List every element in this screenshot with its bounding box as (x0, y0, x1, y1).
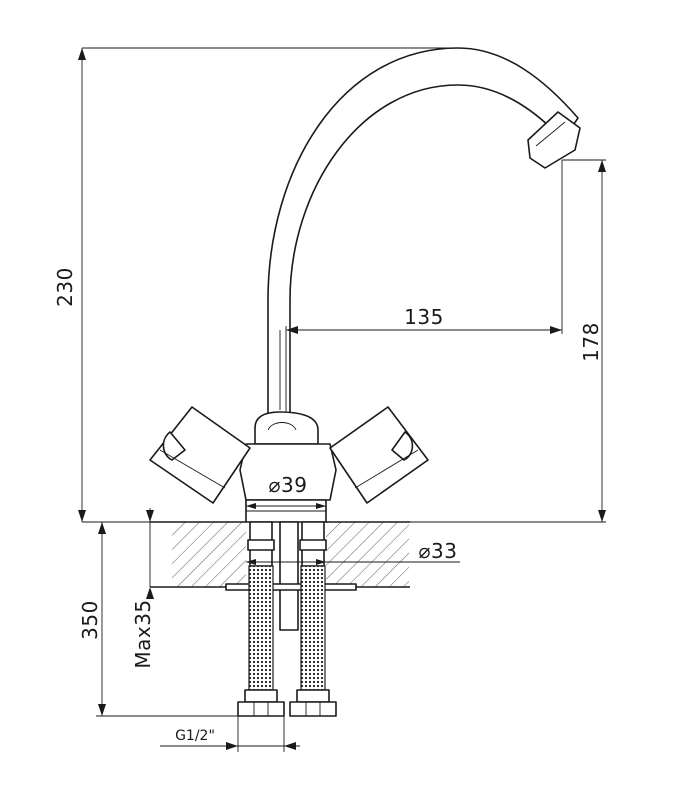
spout-reach-label: 135 (404, 305, 444, 329)
dimension-shank-diameter: ⌀33 (246, 539, 460, 565)
spout (267, 47, 581, 419)
dimension-thread-size: G1/2" (160, 716, 300, 752)
dimension-max-counter-thickness: Max35 (131, 508, 155, 669)
hose-length-label: 350 (78, 600, 102, 640)
dimension-base-diameter: ⌀39 (245, 473, 327, 522)
right-flex-hose (289, 521, 337, 717)
shank-diameter-label: ⌀33 (419, 539, 458, 563)
mounting-stud (225, 521, 357, 631)
dimension-spout-height: 178 (410, 159, 606, 523)
dimension-hose-length: 350 (78, 521, 238, 717)
faucet-body (239, 411, 337, 523)
right-handle (329, 406, 429, 504)
left-handle (149, 406, 251, 504)
left-flex-hose (237, 521, 285, 717)
dimension-spout-reach: 135 (285, 160, 563, 412)
spout-height-label: 178 (579, 322, 603, 362)
dimension-overall-height: 230 (53, 47, 458, 523)
overall-height-label: 230 (53, 267, 77, 307)
base-diameter-label: ⌀39 (269, 473, 308, 497)
max-counter-thickness-label: Max35 (131, 599, 155, 668)
thread-size-label: G1/2" (175, 728, 215, 744)
